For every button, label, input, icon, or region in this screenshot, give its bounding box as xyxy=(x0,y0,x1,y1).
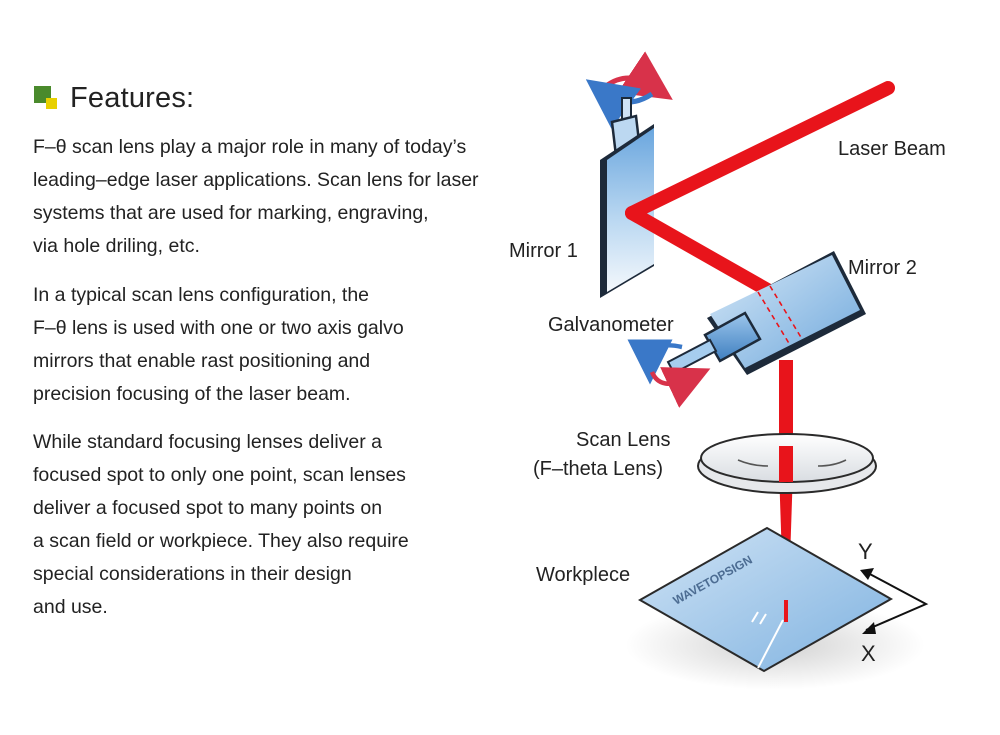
paragraph-line: F–θ scan lens play a major role in many … xyxy=(33,136,467,158)
paragraph-line: leading–edge laser applications. Scan le… xyxy=(33,169,479,191)
xy-axes xyxy=(860,568,929,634)
rotation-arrow-icon xyxy=(627,339,711,408)
scan-lens xyxy=(697,433,877,494)
laser-beam xyxy=(625,81,895,303)
paragraph-line: deliver a focused spot to many points on xyxy=(33,497,383,519)
paragraph-line: special considerations in their design xyxy=(33,563,352,585)
paragraph-1: F–θ scan lens play a major role in many … xyxy=(33,131,479,263)
paragraph-2: In a typical scan lens configuration, th… xyxy=(33,279,404,411)
square-bullet-icon xyxy=(34,86,58,110)
label-axis-x: X xyxy=(861,641,876,666)
paragraph-3: While standard focusing lenses deliver a… xyxy=(33,426,409,624)
paragraph-line: via hole driling, etc. xyxy=(33,235,200,257)
paragraph-line: mirrors that enable rast positioning and xyxy=(33,350,371,372)
label-mirror1: Mirror 1 xyxy=(509,240,578,262)
label-mirror2: Mirror 2 xyxy=(848,257,917,279)
label-scan-lens: Scan Lens xyxy=(576,429,671,451)
label-f-theta: (F–theta Lens) xyxy=(533,458,663,480)
paragraph-line: systems that are used for marking, engra… xyxy=(33,202,429,224)
label-workpiece: Workplece xyxy=(536,564,630,586)
label-axis-y: Y xyxy=(858,539,873,564)
galvanometer xyxy=(666,311,762,375)
features-heading: Features: xyxy=(34,78,194,118)
label-laser-beam: Laser Beam xyxy=(838,138,946,160)
paragraph-line: and use. xyxy=(33,596,108,618)
label-galvanometer: Galvanometer xyxy=(548,314,674,336)
paragraph-line: F–θ lens is used with one or two axis ga… xyxy=(33,317,404,339)
heading-title: Features: xyxy=(70,81,195,114)
paragraph-line: a scan field or workpiece. They also req… xyxy=(33,530,409,552)
paragraph-line: focused spot to only one point, scan len… xyxy=(33,464,406,486)
paragraph-line: In a typical scan lens configuration, th… xyxy=(33,284,370,306)
paragraph-line: precision focusing of the laser beam. xyxy=(33,383,351,405)
paragraph-line: While standard focusing lenses deliver a xyxy=(33,431,383,453)
workpiece: WAVETOPSIGN xyxy=(625,526,925,690)
